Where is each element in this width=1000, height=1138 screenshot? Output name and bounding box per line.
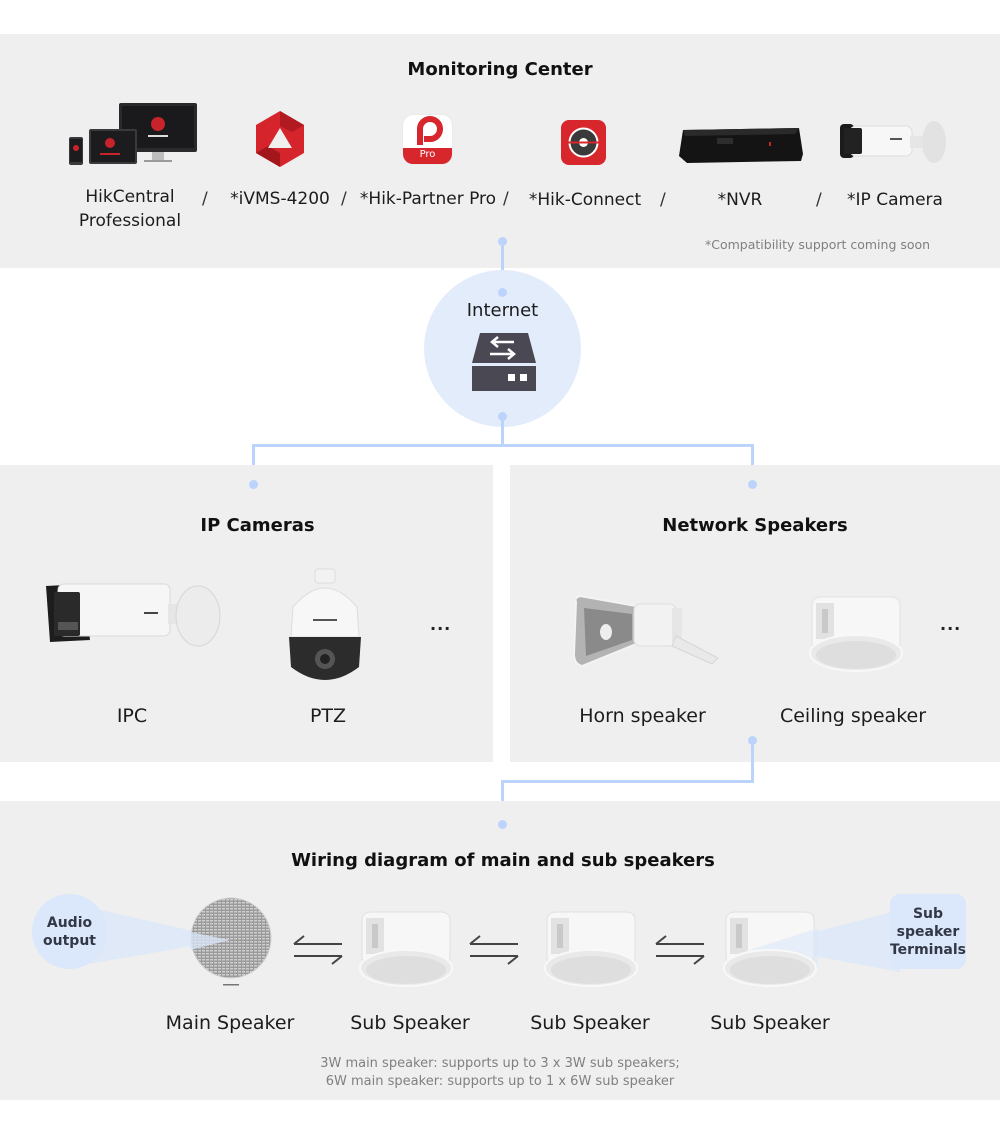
ceiling-speaker-icon — [809, 596, 903, 672]
sub-speaker-terminals-bubble: Sub speaker Terminals — [890, 894, 966, 969]
connector-dot — [498, 288, 507, 297]
ip-cameras-title: IP Cameras — [200, 515, 315, 536]
multi-device-icon — [69, 103, 197, 165]
ivms-logo-icon — [256, 111, 304, 167]
nvr-device-icon — [679, 128, 803, 163]
bidirectional-arrow-icon — [655, 935, 705, 965]
wiring-title: Wiring diagram of main and sub speakers — [291, 850, 715, 871]
audio-output-bubble: Audio output — [32, 894, 107, 969]
hikcentral-label-line1: HikCentral — [85, 187, 175, 207]
connector-line — [252, 444, 754, 447]
ceiling-speaker-label: Ceiling speaker — [779, 705, 927, 727]
bullet-camera-icon — [840, 121, 946, 163]
connector-line — [751, 740, 754, 782]
separator: / — [202, 189, 208, 209]
hik-connect-app-icon — [561, 120, 606, 165]
separator: / — [660, 190, 666, 210]
nvr-label: *NVR — [717, 190, 763, 210]
audio-output-line2: output — [43, 932, 96, 949]
bullet-camera-icon — [46, 583, 221, 647]
terminals-beam — [760, 910, 900, 972]
sub-speaker-label: Sub Speaker — [350, 1012, 470, 1034]
ceiling-speaker-icon — [359, 911, 453, 987]
terminals-line2: speaker — [896, 923, 960, 940]
monitoring-center-title: Monitoring Center — [407, 59, 593, 80]
connector-dot — [748, 480, 757, 489]
compatibility-note: *Compatibility support coming soon — [705, 237, 931, 252]
horn-speaker-icon — [572, 594, 719, 668]
wiring-note-line2: 6W main speaker: supports up to 1 x 6W s… — [325, 1074, 675, 1089]
ceiling-speaker-icon — [723, 911, 818, 987]
more-cameras-ellipsis: ... — [430, 615, 452, 634]
wiring-note: 3W main speaker: supports up to 3 x 3W s… — [0, 1055, 1000, 1091]
sub-speaker-label: Sub Speaker — [710, 1012, 830, 1034]
ivms-label: *iVMS-4200 — [230, 189, 330, 209]
main-speaker-label: Main Speaker — [165, 1012, 295, 1034]
ptz-dome-camera-icon — [289, 568, 361, 680]
terminals-line1: Sub — [912, 905, 944, 922]
connector-line — [252, 444, 255, 484]
connector-line — [501, 241, 504, 296]
wiring-note-line1: 3W main speaker: supports up to 3 x 3W s… — [320, 1056, 680, 1071]
bidirectional-arrow-icon — [469, 935, 519, 965]
bidirectional-arrow-icon — [293, 935, 343, 965]
network-speakers-title: Network Speakers — [662, 515, 848, 536]
separator: / — [341, 189, 347, 209]
hikcentral-label-line2: Professional — [78, 211, 182, 231]
connector-dot — [498, 237, 507, 246]
ipc-label: IPC — [116, 705, 148, 727]
internet-label: Internet — [466, 300, 539, 321]
more-speakers-ellipsis: ... — [940, 615, 962, 634]
hikcentral-label: HikCentral Professional — [70, 185, 190, 233]
terminals-line3: Terminals — [889, 941, 967, 958]
connector-dot — [498, 820, 507, 829]
connector-line — [501, 780, 754, 783]
separator: / — [816, 190, 822, 210]
ceiling-speaker-icon — [544, 911, 638, 987]
hik-partner-pro-label: *Hik-Partner Pro — [359, 189, 497, 209]
horn-speaker-label: Horn speaker — [579, 705, 706, 727]
separator: / — [503, 189, 509, 209]
connector-dot — [249, 480, 258, 489]
hik-connect-label: *Hik-Connect — [528, 190, 642, 210]
sub-speaker-label: Sub Speaker — [530, 1012, 650, 1034]
hik-partner-pro-app-icon: Pro — [403, 115, 452, 164]
connector-line — [501, 416, 504, 446]
main-speaker-grille-icon — [190, 897, 272, 986]
ptz-label: PTZ — [309, 705, 347, 727]
connector-line — [751, 444, 754, 484]
network-switch-icon — [472, 333, 536, 391]
audio-output-line1: Audio — [46, 914, 93, 931]
ip-camera-label: *IP Camera — [847, 190, 943, 210]
pro-badge: Pro — [419, 149, 436, 160]
